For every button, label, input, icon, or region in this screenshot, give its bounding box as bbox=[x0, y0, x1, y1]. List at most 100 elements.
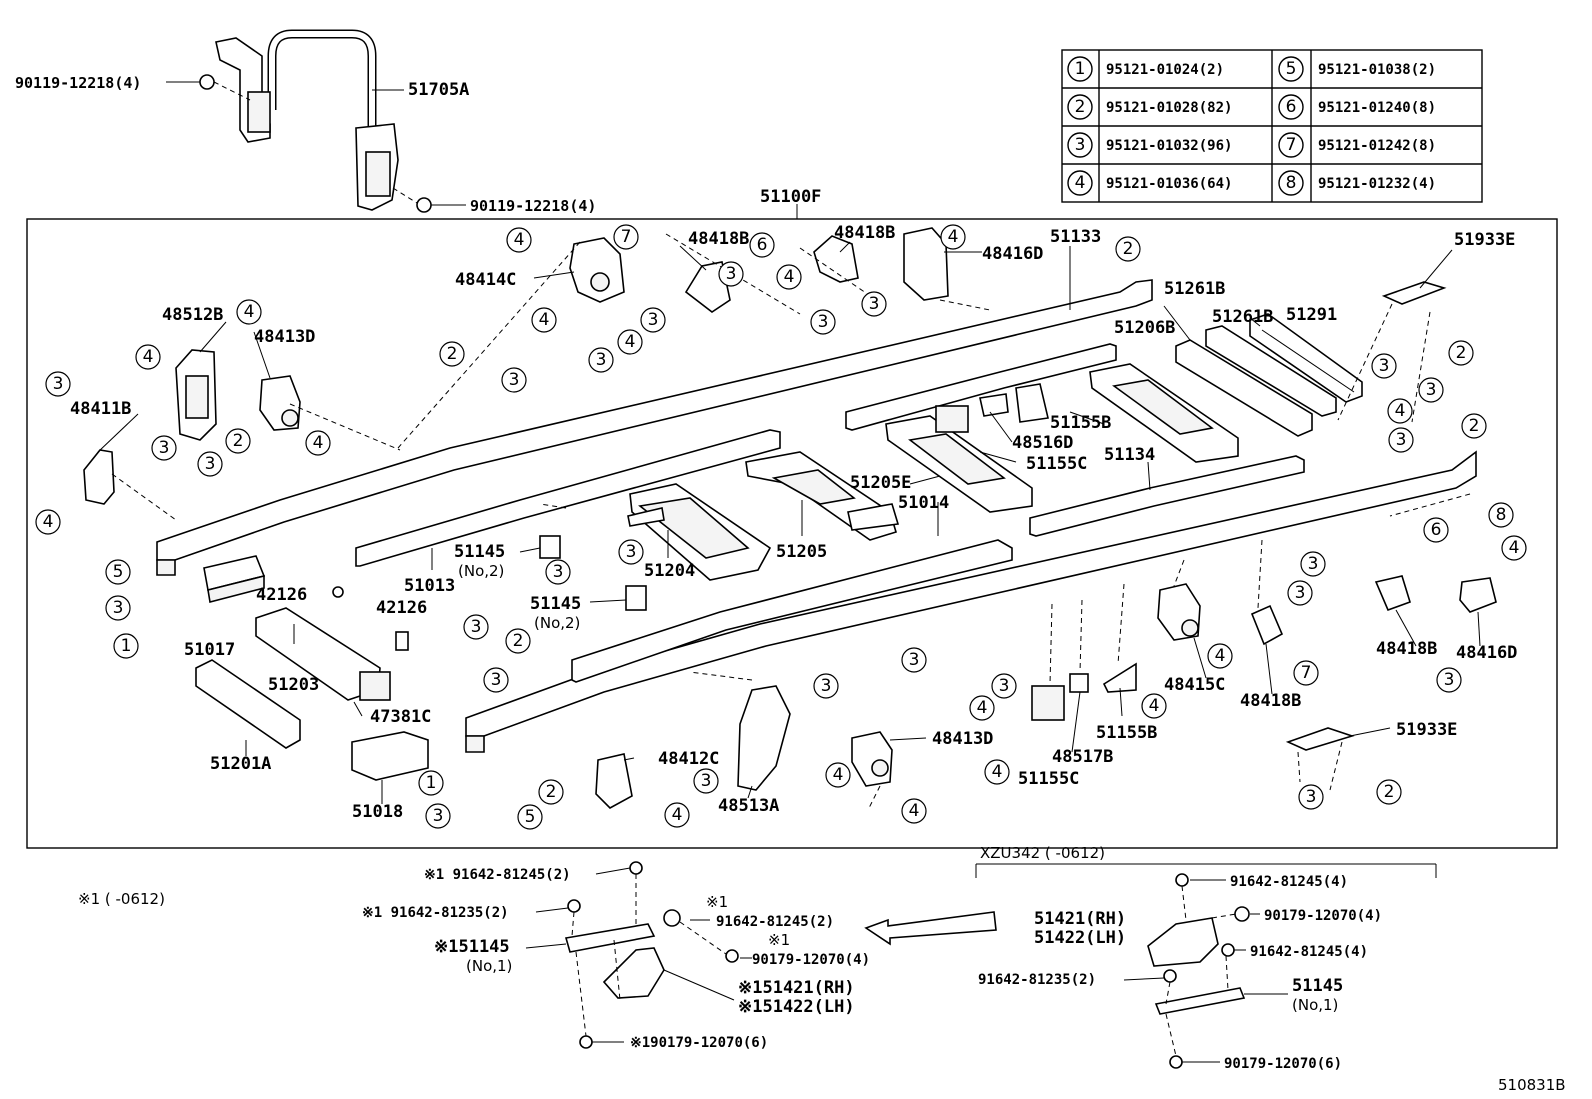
svg-text:4: 4 bbox=[143, 347, 154, 367]
bolt-callout: 3 bbox=[105, 595, 131, 621]
svg-text:3: 3 bbox=[999, 676, 1010, 696]
part-label: 42126 bbox=[256, 585, 307, 605]
svg-text:5: 5 bbox=[113, 562, 124, 582]
bolt-callout: 4 bbox=[825, 762, 851, 788]
part-label: 48416D bbox=[982, 244, 1043, 264]
part-label: 42126 bbox=[376, 598, 427, 618]
inner-right-rail bbox=[571, 539, 1013, 683]
part-label: 51933E bbox=[1454, 230, 1515, 250]
diagram-code: 510831B bbox=[1498, 1076, 1566, 1094]
bolt-callout: 3 bbox=[640, 307, 666, 333]
svg-text:8: 8 bbox=[1496, 505, 1507, 525]
lower-left-bracket-lh: ※151422(LH) bbox=[738, 997, 855, 1017]
assembly-number: 51100F bbox=[760, 187, 821, 207]
bolt-callout: 4 bbox=[135, 344, 161, 370]
svg-text:2: 2 bbox=[1123, 239, 1134, 259]
bolt-callout: 8 bbox=[1488, 502, 1514, 528]
bolt-table-part-number: 95121-01036(64) bbox=[1106, 176, 1232, 192]
lower-right-plate-no: (No,1) bbox=[1292, 996, 1338, 1014]
lower-left-bolt-b: ※1 91642-81235(2) bbox=[362, 905, 509, 921]
part-label: 48413D bbox=[932, 729, 993, 749]
bracket-51017 bbox=[203, 555, 266, 603]
bolt-table-number: 4 bbox=[1075, 173, 1086, 193]
svg-text:6: 6 bbox=[1431, 520, 1442, 540]
bracket-48412C bbox=[595, 753, 633, 809]
crossmember-51206B bbox=[1089, 363, 1239, 463]
svg-text:3: 3 bbox=[1306, 787, 1317, 807]
svg-text:4: 4 bbox=[43, 512, 54, 532]
lower-left-bolt-a: ※1 91642-81245(2) bbox=[424, 867, 571, 883]
bolt-table-number: 2 bbox=[1075, 97, 1086, 117]
bolt-callout: 4 bbox=[1501, 535, 1527, 561]
svg-text:3: 3 bbox=[509, 370, 520, 390]
plate-51145-no2-b bbox=[625, 585, 647, 611]
svg-text:3: 3 bbox=[491, 670, 502, 690]
plate-51933E-top bbox=[1381, 281, 1447, 305]
bolt-table-number: 5 bbox=[1286, 59, 1297, 79]
part-label: 48413D bbox=[254, 327, 315, 347]
part-label: 48418B bbox=[688, 229, 749, 249]
svg-text:4: 4 bbox=[833, 765, 844, 785]
bolt-callout: 3 bbox=[1388, 427, 1414, 453]
svg-text:3: 3 bbox=[869, 294, 880, 314]
rear-inner-rail-51133 bbox=[845, 343, 1117, 431]
part-label: 48418B bbox=[1240, 691, 1301, 711]
svg-text:7: 7 bbox=[1301, 663, 1312, 683]
bracket-48512B bbox=[175, 349, 217, 441]
svg-text:3: 3 bbox=[1379, 356, 1390, 376]
svg-text:2: 2 bbox=[447, 344, 458, 364]
part-label: (No,2) bbox=[534, 614, 580, 632]
svg-text:7: 7 bbox=[621, 227, 632, 247]
bolt-callout: 3 bbox=[693, 768, 719, 794]
bolt-callout: 4 bbox=[1141, 693, 1167, 719]
bracket-48513A bbox=[737, 685, 791, 791]
bolt-callout: 4 bbox=[1387, 398, 1413, 424]
bolt-callout: 7 bbox=[613, 224, 639, 250]
bolt-callout: 3 bbox=[588, 347, 614, 373]
channel-51261B bbox=[1175, 325, 1337, 437]
svg-text:3: 3 bbox=[821, 676, 832, 696]
bolt-table-number: 3 bbox=[1075, 135, 1086, 155]
bolt-callout: 3 bbox=[1287, 580, 1313, 606]
rear-guard-51705A bbox=[166, 29, 466, 213]
bolt-callout: 3 bbox=[1300, 551, 1326, 577]
svg-text:3: 3 bbox=[113, 598, 124, 618]
svg-text:3: 3 bbox=[726, 264, 737, 284]
part-label: 47381C bbox=[370, 707, 431, 727]
channel-51291 bbox=[1249, 313, 1363, 403]
part-label: (No,2) bbox=[458, 562, 504, 580]
bolt-callout: 3 bbox=[463, 614, 489, 640]
svg-text:3: 3 bbox=[553, 562, 564, 582]
bolt-callout: 6 bbox=[749, 232, 775, 258]
bolt-callout: 4 bbox=[531, 307, 557, 333]
bolt-callout: 4 bbox=[969, 695, 995, 721]
crossmember-51205E bbox=[885, 415, 1033, 513]
bolt-callout: 2 bbox=[439, 341, 465, 367]
svg-text:3: 3 bbox=[471, 617, 482, 637]
lower-left-nut-b-mark: ※1 bbox=[768, 931, 790, 949]
svg-text:4: 4 bbox=[1395, 401, 1406, 421]
part-label: 51155C bbox=[1018, 769, 1079, 789]
rear-inner-rail-51134 bbox=[1029, 455, 1305, 537]
svg-text:6: 6 bbox=[757, 235, 768, 255]
bolt-callout: 3 bbox=[810, 309, 836, 335]
part-label: 51018 bbox=[352, 802, 403, 822]
bolt-callout: 2 bbox=[538, 779, 564, 805]
bolt-table-part-number: 95121-01232(4) bbox=[1318, 176, 1436, 192]
bracket-48413D-bottom bbox=[851, 731, 893, 787]
detail-lower-right bbox=[975, 863, 1437, 1069]
part-label: 51205 bbox=[776, 542, 827, 562]
bolt-callout: 4 bbox=[305, 430, 331, 456]
lower-right-bolt-c: 91642-81235(2) bbox=[978, 972, 1096, 988]
svg-text:4: 4 bbox=[948, 227, 959, 247]
lower-right-nut-b: 90179-12070(6) bbox=[1224, 1056, 1342, 1072]
part-label: 48412C bbox=[658, 749, 719, 769]
part-label: 51133 bbox=[1050, 227, 1101, 247]
bolt-reference-table bbox=[1061, 49, 1483, 203]
assembly-dashed-lines bbox=[111, 233, 1471, 811]
